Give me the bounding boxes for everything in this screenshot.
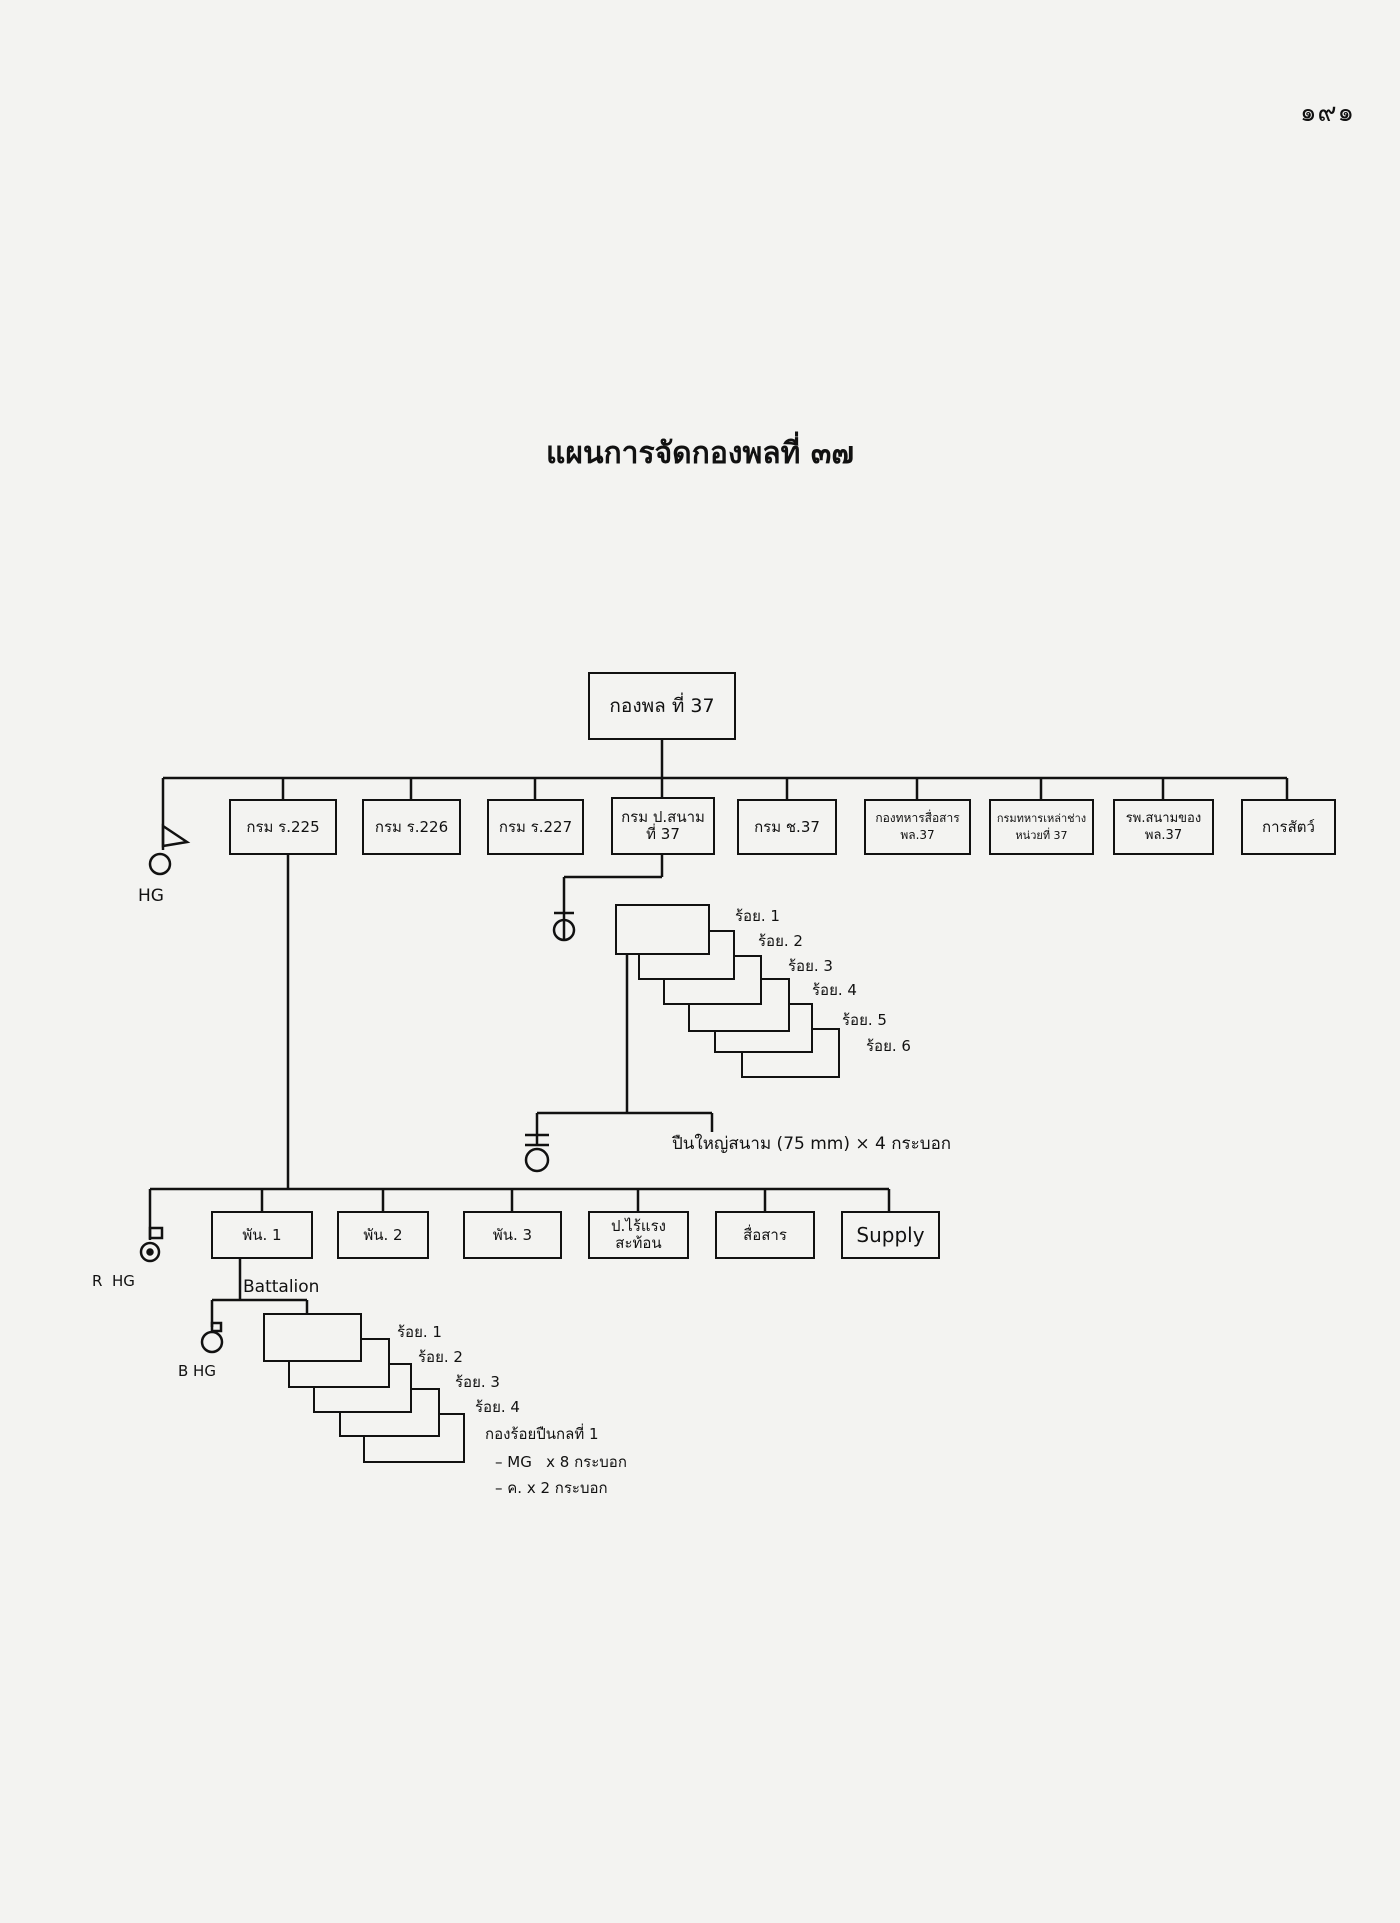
unit-label-2: ที่ 37 bbox=[646, 825, 680, 843]
hq-label: HG bbox=[138, 886, 164, 906]
unit-label-2: สะท้อน bbox=[615, 1234, 662, 1252]
unit-label: สื่อสาร bbox=[743, 1225, 787, 1244]
unit-box: Supply bbox=[841, 1211, 940, 1259]
unit-label: Supply bbox=[856, 1222, 925, 1247]
company-label: ร้อย. 4 bbox=[812, 981, 857, 999]
unit-box: พัน. 2 bbox=[337, 1211, 429, 1259]
company-box bbox=[615, 904, 710, 955]
mg-item: – MG x 8 กระบอก bbox=[495, 1453, 627, 1471]
division-label: กองพล ที่ 37 bbox=[609, 694, 715, 717]
company-box bbox=[263, 1313, 362, 1362]
unit-box: กองทหารสื่อสารพล.37 bbox=[864, 799, 971, 855]
unit-box: พัน. 1 bbox=[211, 1211, 313, 1259]
unit-label-2: พล.37 bbox=[1144, 828, 1183, 843]
company-label: ร้อย. 2 bbox=[418, 1348, 463, 1366]
division-box: กองพล ที่ 37 bbox=[588, 672, 736, 740]
unit-box: รพ.สนามของพล.37 bbox=[1113, 799, 1214, 855]
unit-box: กรมทหารเหล่าช่างหน่วยที่ 37 bbox=[989, 799, 1094, 855]
unit-box: กรม ร.225 bbox=[229, 799, 337, 855]
unit-label: กรม ร.225 bbox=[246, 817, 320, 836]
company-label: ร้อย. 1 bbox=[735, 907, 780, 925]
unit-label: รพ.สนามของ bbox=[1125, 811, 1202, 826]
company-label: ร้อย. 3 bbox=[455, 1373, 500, 1391]
unit-label: กรมทหารเหล่าช่าง bbox=[996, 812, 1087, 825]
company-label: ร้อย. 4 bbox=[475, 1398, 520, 1416]
unit-box: กรม ช.37 bbox=[737, 799, 837, 855]
unit-label: การสัตว์ bbox=[1262, 817, 1315, 836]
page-number: ๑๙๑ bbox=[1300, 98, 1356, 128]
unit-box: กรม ร.227 bbox=[487, 799, 584, 855]
unit-label: กองทหารสื่อสาร bbox=[875, 811, 960, 825]
unit-label: พัน. 3 bbox=[492, 1225, 533, 1244]
regiment-hq-label: R HG bbox=[92, 1272, 135, 1290]
unit-box: สื่อสาร bbox=[715, 1211, 815, 1259]
page-title: แผนการจัดกองพลที่ ๓๗ bbox=[546, 436, 854, 471]
unit-label: พัน. 1 bbox=[242, 1225, 282, 1244]
company-label: ร้อย. 3 bbox=[788, 957, 833, 975]
unit-label: กรม ช.37 bbox=[754, 817, 820, 836]
unit-label: พัน. 2 bbox=[363, 1225, 403, 1244]
company-label: ร้อย. 6 bbox=[866, 1037, 911, 1055]
unit-label-2: หน่วยที่ 37 bbox=[1015, 829, 1068, 842]
unit-box: การสัตว์ bbox=[1241, 799, 1336, 855]
battalion-hq-label: B HG bbox=[178, 1362, 216, 1380]
company-label: ร้อย. 2 bbox=[758, 932, 803, 950]
regiment-hq-icon bbox=[139, 1189, 164, 1263]
battery-icon bbox=[524, 1113, 550, 1173]
mg-company-label: กองร้อยปืนกลที่ 1 bbox=[485, 1425, 599, 1443]
artillery-note: ปืนใหญ่สนาม (75 mm) × 4 กระบอก bbox=[672, 1134, 952, 1154]
battalion-hq-icon bbox=[200, 1300, 224, 1354]
company-label: ร้อย. 5 bbox=[842, 1011, 887, 1029]
unit-box: กรม ร.226 bbox=[362, 799, 461, 855]
unit-box: กรม ป.สนามที่ 37 bbox=[611, 797, 715, 855]
unit-label: กรม ร.227 bbox=[498, 817, 573, 836]
artillery-hq-icon bbox=[552, 877, 576, 942]
hq-flag-icon bbox=[148, 778, 191, 876]
mg-item: – ค. x 2 กระบอก bbox=[495, 1479, 608, 1497]
unit-box: ป.ไร้แรงสะท้อน bbox=[588, 1211, 689, 1259]
unit-box: พัน. 3 bbox=[463, 1211, 562, 1259]
battalion-label: Battalion bbox=[243, 1277, 320, 1297]
unit-label-2: พล.37 bbox=[900, 828, 935, 842]
company-label: ร้อย. 1 bbox=[397, 1323, 442, 1341]
unit-label: กรม ป.สนาม bbox=[621, 808, 705, 826]
unit-label: กรม ร.226 bbox=[374, 817, 449, 836]
unit-label: ป.ไร้แรง bbox=[611, 1217, 666, 1235]
